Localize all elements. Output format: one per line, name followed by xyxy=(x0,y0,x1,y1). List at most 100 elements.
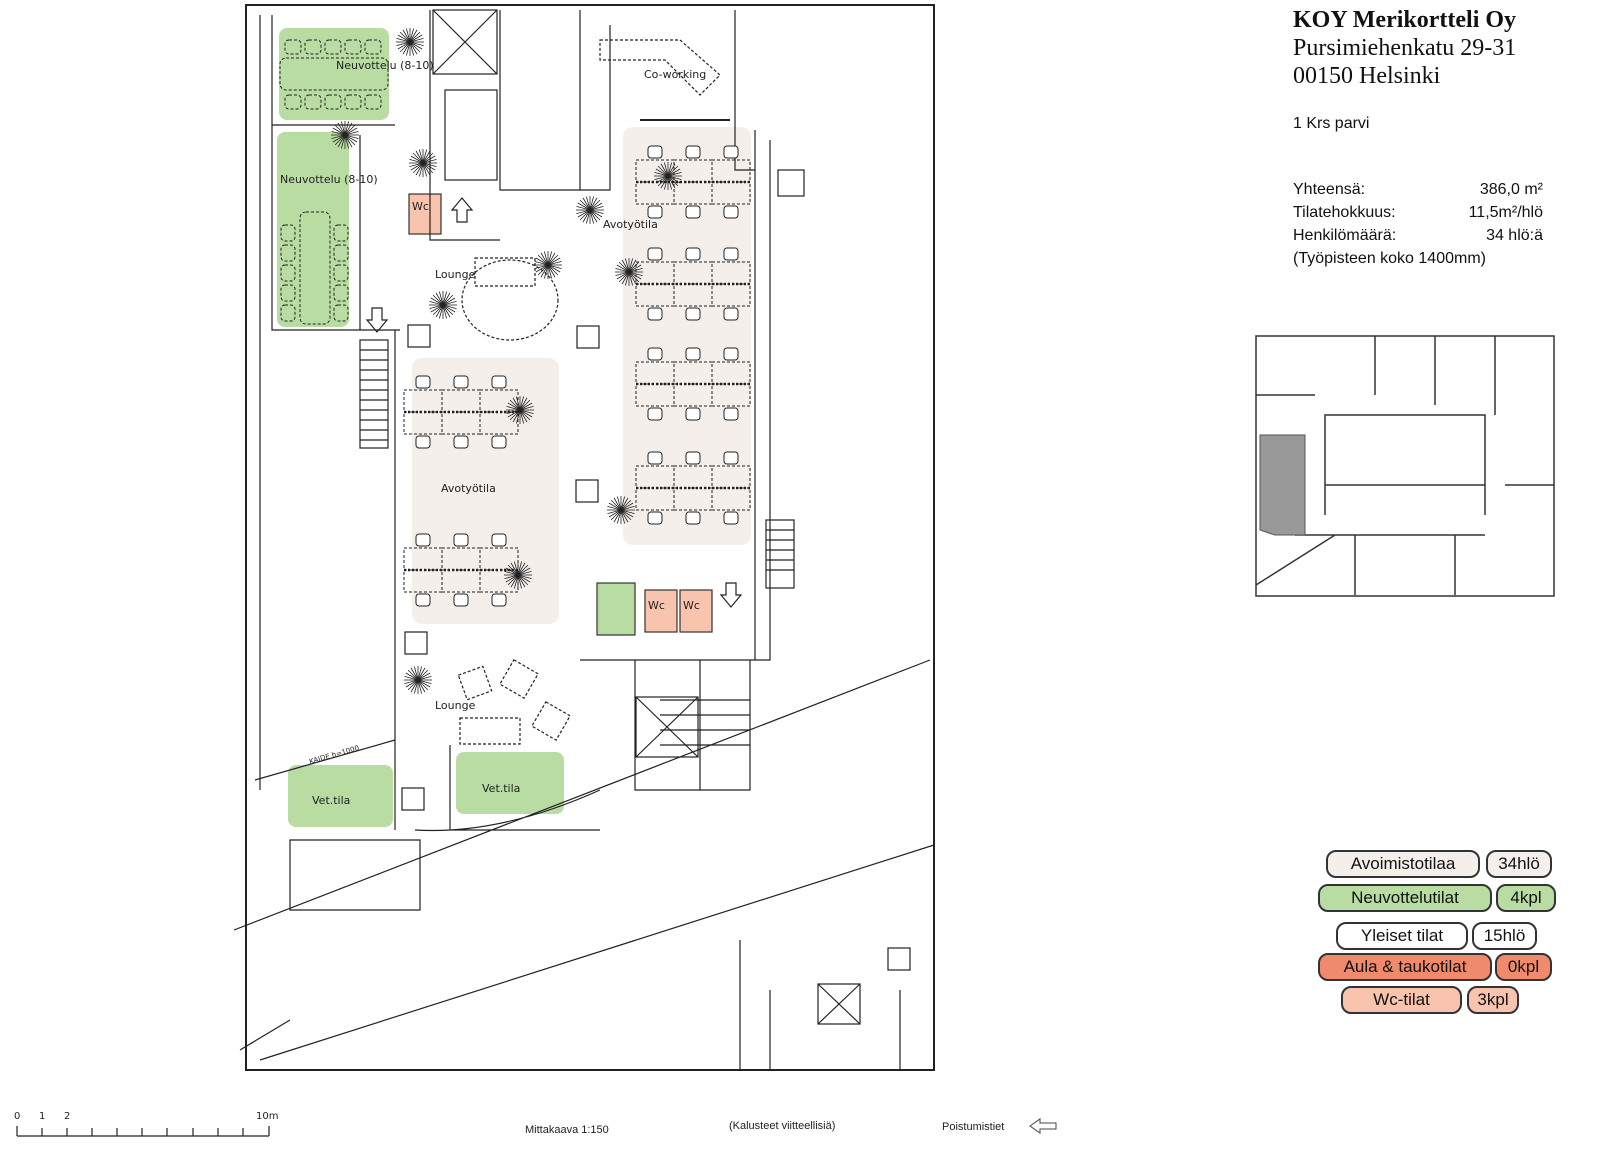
chair xyxy=(647,347,663,361)
room-label-wc-3: Wc xyxy=(683,599,700,612)
wc-room-2[interactable] xyxy=(644,589,678,633)
legend-open-office: Avoimistotilaa xyxy=(1326,850,1480,878)
stat-value: 386,0 m² xyxy=(1479,181,1543,198)
exit-route-arrow-icon xyxy=(1029,1118,1057,1134)
chair xyxy=(415,533,431,547)
wc-room-3[interactable] xyxy=(679,589,713,633)
legend-common-areas-count: 15hlö xyxy=(1472,922,1537,950)
furniture-note: (Kalusteet viitteellisiä) xyxy=(729,1120,836,1132)
wc-room-1[interactable] xyxy=(408,193,442,235)
vet-room-1[interactable] xyxy=(288,765,393,827)
header: KOY Merikortteli Oy Pursimiehenkatu 29-3… xyxy=(1293,6,1516,90)
chair xyxy=(453,593,469,607)
highlighted-area xyxy=(1259,434,1306,536)
room-label-vet-1: Vet.tila xyxy=(312,794,350,807)
room-label-wc-2: Wc xyxy=(648,599,665,612)
city: 00150 Helsinki xyxy=(1293,63,1441,89)
company-name: KOY Merikortteli Oy xyxy=(1293,7,1517,33)
chair xyxy=(415,375,431,389)
open-area-center[interactable] xyxy=(412,358,559,624)
stats-note: (Työpisteen koko 1400mm) xyxy=(1293,250,1486,267)
legend-lobby: Aula & taukotilat xyxy=(1318,953,1492,981)
building-key-map xyxy=(1255,335,1555,597)
legend-common-areas: Yleiset tilat xyxy=(1336,922,1468,950)
room-label-vet-2: Vet.tila xyxy=(482,782,520,795)
chair xyxy=(685,247,701,261)
exit-legend: Poistumistiet xyxy=(942,1121,1005,1133)
stat-label: Henkilömäärä: xyxy=(1293,227,1397,244)
scale-tick-1: 1 xyxy=(39,1111,45,1122)
exit-arrow-icon xyxy=(450,197,474,223)
legend-open-office-count: 34hlö xyxy=(1486,850,1552,878)
chair xyxy=(415,593,431,607)
chair xyxy=(491,375,507,389)
scale-tick-10: 10m xyxy=(256,1111,278,1122)
stat-value: 34 hlö:ä xyxy=(1486,227,1543,244)
plant-icon xyxy=(576,196,604,224)
plant-icon xyxy=(396,28,424,56)
scale-tick-0: 0 xyxy=(14,1111,20,1122)
plant-icon xyxy=(654,162,682,190)
chair xyxy=(491,435,507,449)
room-label-open-2: Avotyötila xyxy=(441,482,496,495)
chair xyxy=(453,375,469,389)
legend-meeting-rooms: Neuvottelutilat xyxy=(1318,884,1492,912)
plant-icon xyxy=(404,666,432,694)
plant-icon xyxy=(506,396,534,424)
chair xyxy=(453,533,469,547)
plan-frame xyxy=(245,4,935,1071)
plant-icon xyxy=(331,121,359,149)
meeting-room-2[interactable] xyxy=(277,132,349,327)
exit-arrow-icon xyxy=(719,582,743,608)
elevator-shaft xyxy=(432,9,498,75)
street-address: Pursimiehenkatu 29-31 xyxy=(1293,35,1517,61)
chair xyxy=(647,205,663,219)
legend-lobby-count: 0kpl xyxy=(1495,953,1552,981)
meeting-room-1[interactable] xyxy=(279,28,389,120)
stat-label: Yhteensä: xyxy=(1293,181,1366,198)
chair xyxy=(647,145,663,159)
chair xyxy=(723,247,739,261)
phone-room[interactable] xyxy=(596,582,636,636)
room-label-open-1: Avotyötila xyxy=(603,218,658,231)
plant-icon xyxy=(615,258,643,286)
chair xyxy=(723,511,739,525)
plant-icon xyxy=(429,291,457,319)
plant-icon xyxy=(504,561,532,589)
legend-wc-count: 3kpl xyxy=(1467,986,1519,1014)
room-label-meeting-1: Neuvottelu (8-10) xyxy=(336,59,434,72)
chair xyxy=(685,407,701,421)
chair xyxy=(647,451,663,465)
chair xyxy=(723,347,739,361)
vet-room-2[interactable] xyxy=(456,752,564,814)
scale-text: Mittakaava 1:150 xyxy=(525,1124,609,1136)
stat-value: 11,5m²/hlö xyxy=(1468,204,1543,221)
stat-row: Tilatehokkuus: 11,5m²/hlö xyxy=(1293,201,1543,224)
chair xyxy=(491,533,507,547)
floor-label: 1 Krs parvi xyxy=(1293,115,1370,132)
chair xyxy=(647,511,663,525)
chair xyxy=(491,593,507,607)
plant-icon xyxy=(409,149,437,177)
room-label-meeting-2: Neuvottelu (8-10) xyxy=(280,173,378,186)
stats: Yhteensä: 386,0 m² Tilatehokkuus: 11,5m²/h… xyxy=(1293,178,1543,270)
room-label-wc-1: Wc xyxy=(412,200,429,213)
chair xyxy=(647,307,663,321)
plant-icon xyxy=(607,496,635,524)
stat-row: Henkilömäärä: 34 hlö:ä xyxy=(1293,224,1543,247)
scale-tick-2: 2 xyxy=(64,1111,70,1122)
chair xyxy=(723,307,739,321)
stat-label: Tilatehokkuus: xyxy=(1293,204,1396,221)
legend-meeting-rooms-count: 4kpl xyxy=(1496,884,1556,912)
chair xyxy=(685,205,701,219)
chair xyxy=(685,145,701,159)
chair xyxy=(685,451,701,465)
chair xyxy=(723,451,739,465)
open-area-right[interactable] xyxy=(623,127,751,545)
stat-row: Yhteensä: 386,0 m² xyxy=(1293,178,1543,201)
room-label-coworking: Co-working xyxy=(644,68,706,81)
room-label-lounge-1: Lounge xyxy=(435,268,476,281)
chair xyxy=(647,407,663,421)
scale-bar xyxy=(16,1126,270,1137)
